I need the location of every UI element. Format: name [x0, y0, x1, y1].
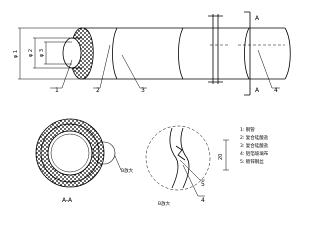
section-steel-pipe [47, 130, 93, 176]
diameter-dimensions: φ 1 φ 2 φ 3 [13, 27, 80, 80]
insulated-pipe-drawing: φ 1 φ 2 φ 3 1 2 3 4 A A B放大 A-A 5 4 [13, 11, 291, 207]
dim-phi2: φ 2 [28, 49, 34, 57]
legend-item-1: 1: 钢管 [240, 126, 255, 133]
section-a-a-view: B放大 A-A [35, 118, 134, 204]
dim-phi1: φ 1 [13, 50, 19, 58]
steel-pipe-end [62, 37, 82, 69]
part-3-label: 3 [141, 87, 145, 94]
section-marker-top: A [255, 15, 260, 22]
detail-part-5-label: 5 [201, 181, 205, 188]
detail-dimension: 20 [218, 154, 224, 160]
leader-callouts: 1 2 3 4 A A [50, 15, 280, 94]
legend-item-4: 4: 铝箔玻璃布 [240, 150, 269, 157]
material-legend: 1: 钢管 2: 复合硅酸盐 3: 复合硅酸盐 4: 铝箔玻璃布 5: 镀锌钢丝 [240, 126, 269, 165]
legend-item-2: 2: 复合硅酸盐 [240, 134, 269, 141]
part-2-label: 2 [96, 87, 100, 94]
section-title: A-A [62, 197, 73, 204]
part-1-label: 1 [55, 87, 59, 94]
pipe-elevation-view [62, 11, 291, 96]
detail-b-view: 5 4 20 B放大 [145, 125, 229, 207]
legend-item-5: 5: 镀锌钢丝 [240, 158, 264, 165]
section-marker-bottom: A [255, 87, 260, 94]
detail-part-4-label: 4 [201, 197, 205, 204]
detail-b-callout [92, 141, 116, 165]
detail-title: B放大 [158, 200, 171, 207]
part-4-label: 4 [274, 87, 278, 94]
detail-b-reference: B放大 [121, 167, 134, 174]
dim-phi3: φ 3 [39, 49, 45, 57]
legend-item-3: 3: 复合硅酸盐 [240, 142, 269, 149]
